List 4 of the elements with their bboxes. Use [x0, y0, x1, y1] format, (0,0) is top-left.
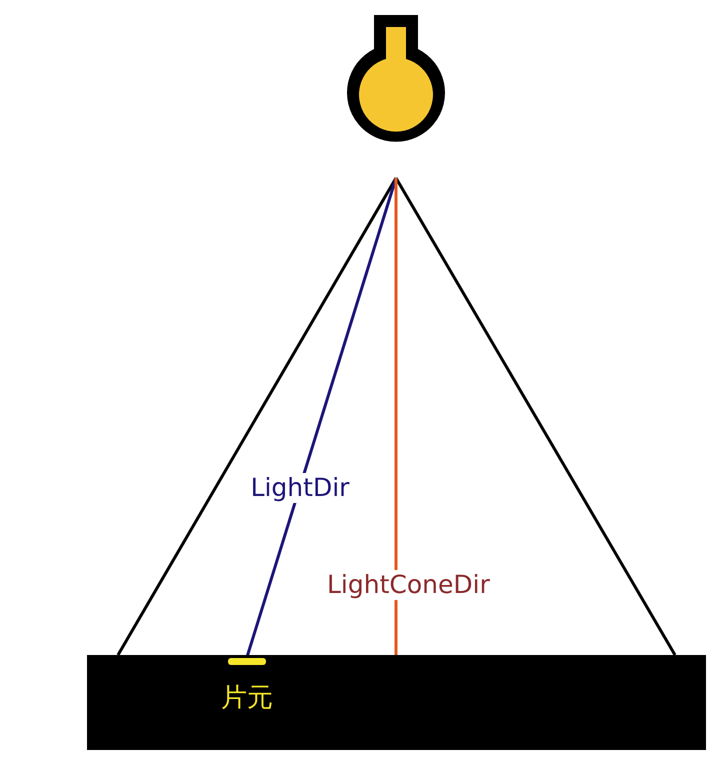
fragment-label: 片元: [220, 683, 274, 713]
cone-edge-line: [394, 177, 676, 656]
cone-edge-line: [116, 177, 398, 656]
floor-bar: [87, 655, 706, 750]
